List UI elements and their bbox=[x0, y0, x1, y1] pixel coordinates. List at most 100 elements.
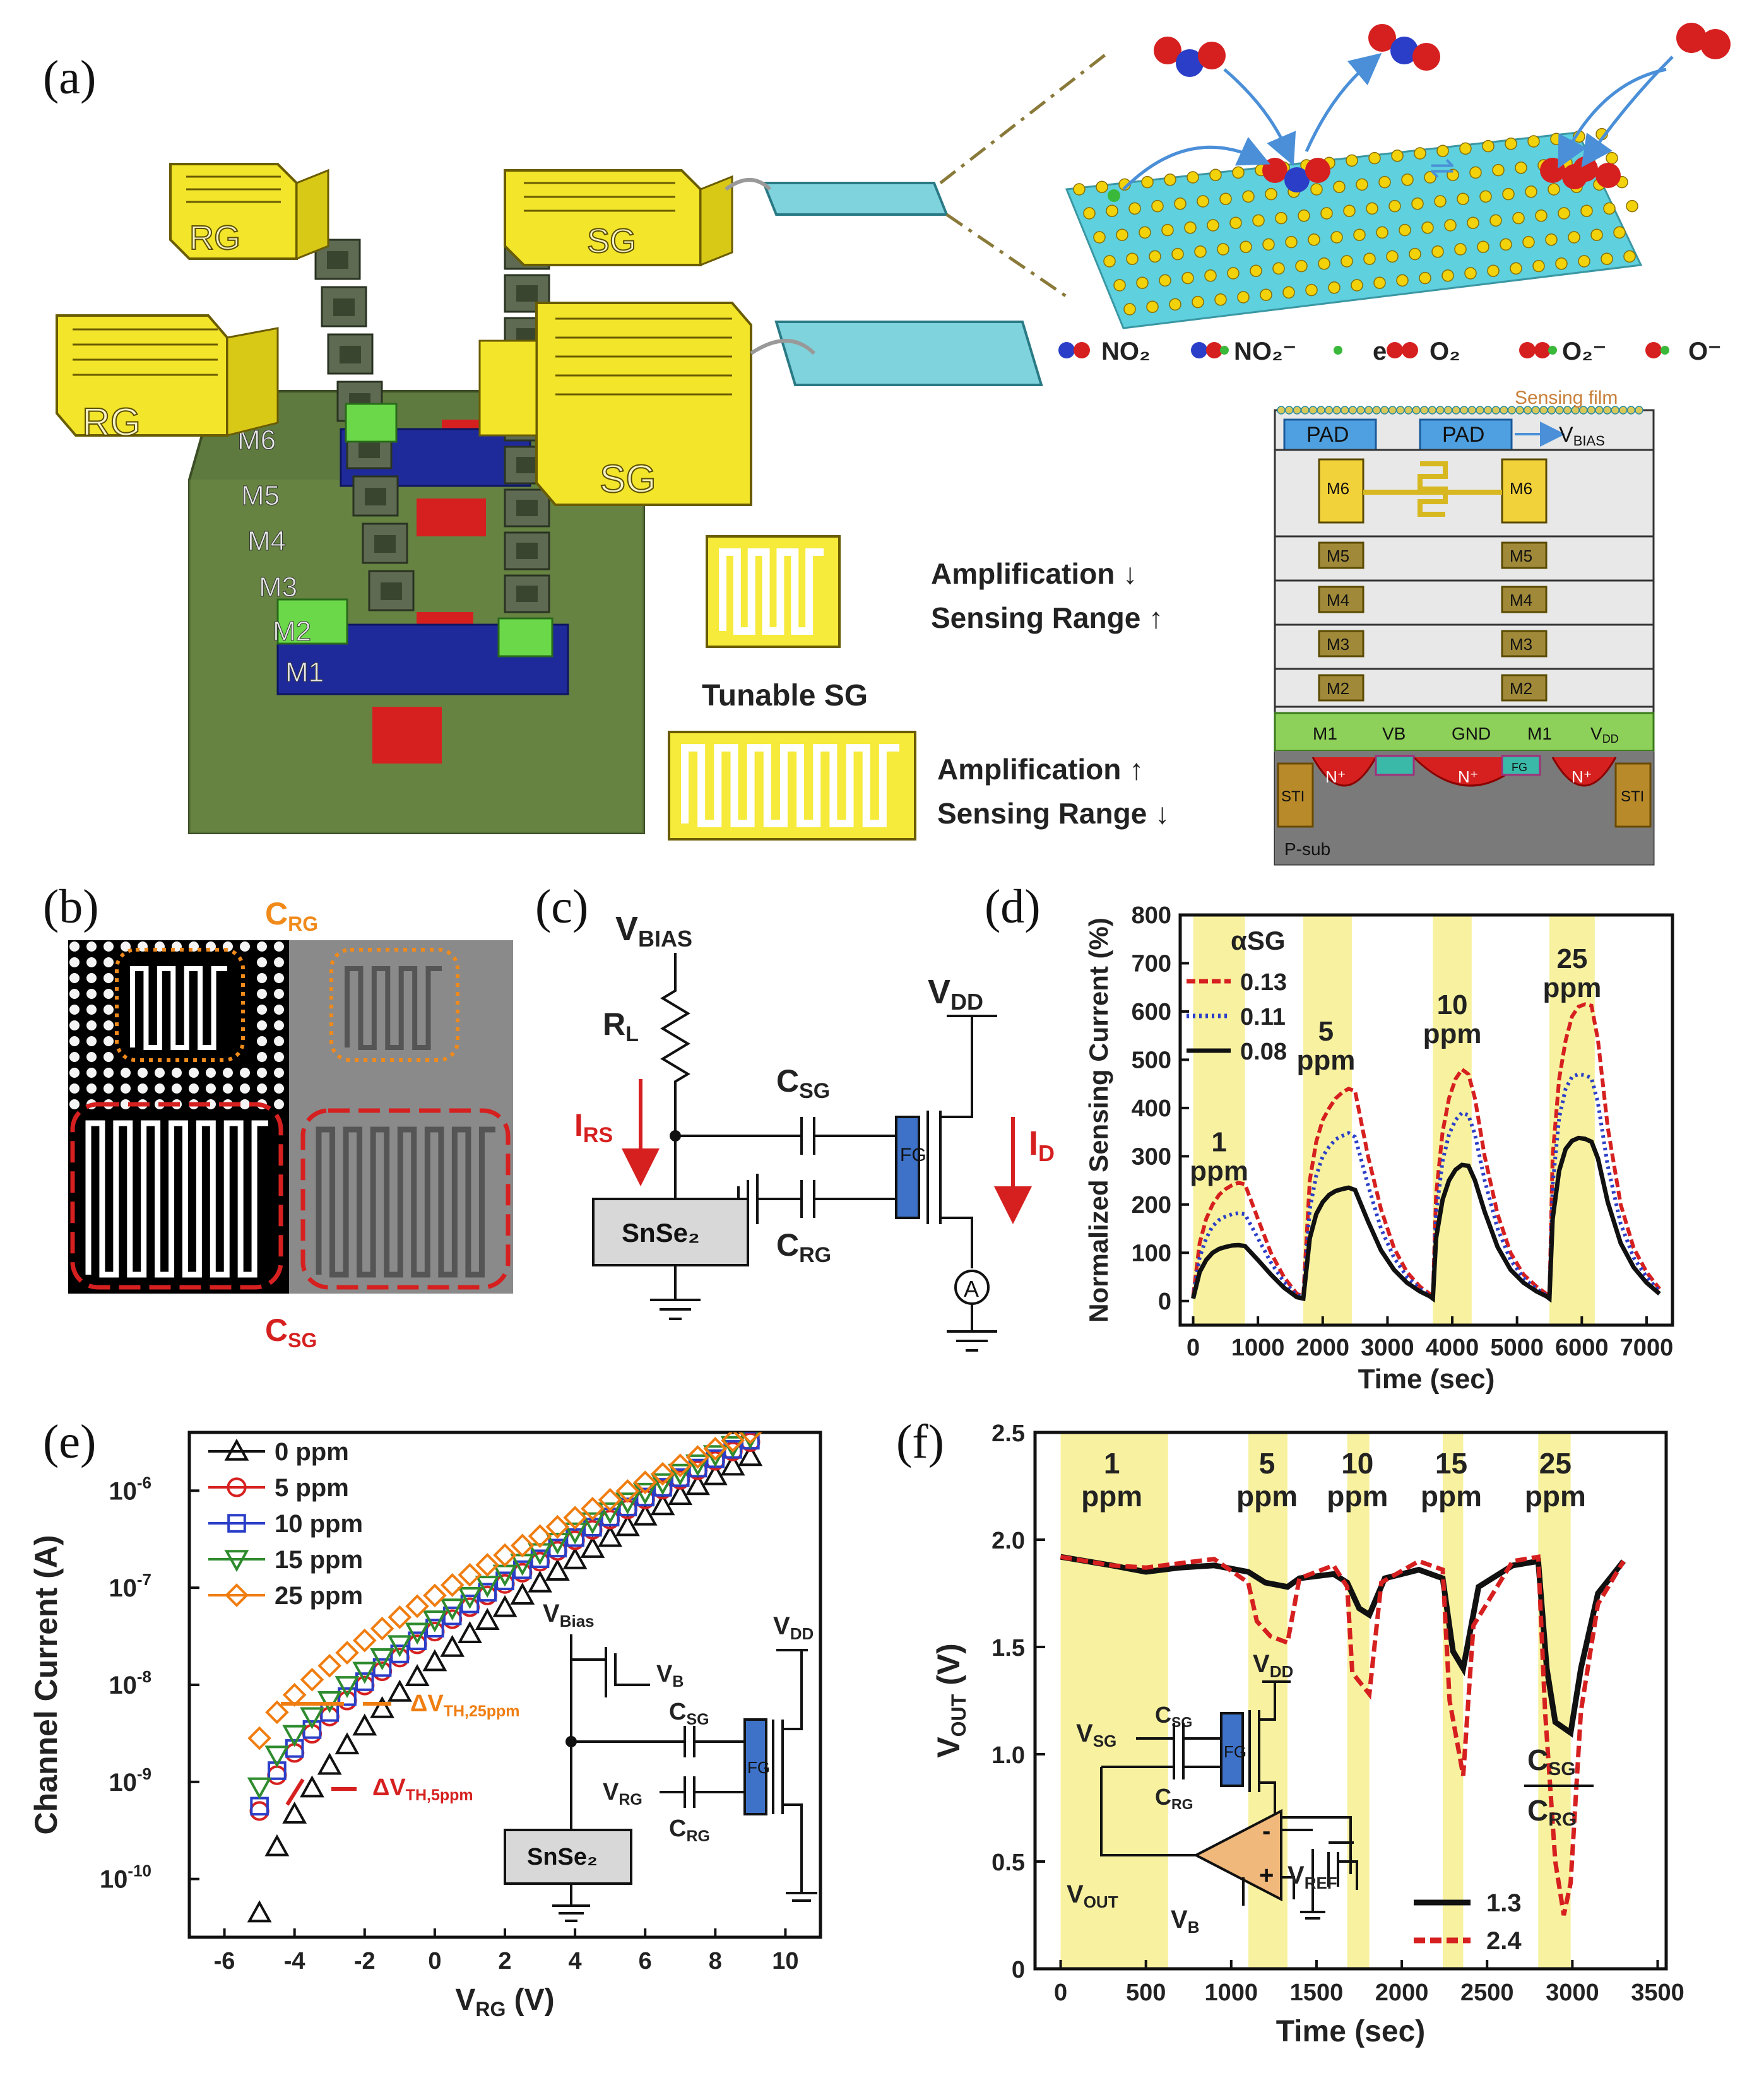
e-point-25-ppm bbox=[615, 1479, 640, 1503]
e-xlabel: VRG (V) bbox=[455, 1983, 554, 2021]
d-annotation: 5 bbox=[1318, 1016, 1334, 1047]
crg-outline-left bbox=[115, 948, 245, 1062]
cs-vdd: VDD bbox=[1590, 724, 1619, 745]
lower-sensing-range-label: Sensing Range ↓ bbox=[937, 797, 1169, 830]
e-point-0-ppm bbox=[562, 1547, 588, 1569]
f-inset-fg-label: FG bbox=[1224, 1742, 1246, 1761]
e-point-25-ppm bbox=[247, 1726, 271, 1750]
e-point-10-ppm bbox=[442, 1606, 462, 1626]
e-point-15-ppm bbox=[545, 1532, 570, 1555]
d-legend-label: 0.08 bbox=[1240, 1039, 1287, 1065]
metal-label-m2: M2 bbox=[273, 616, 311, 647]
f-annotation: 25 bbox=[1539, 1447, 1572, 1480]
molecule-legend-label: NO₂⁻ bbox=[1234, 338, 1296, 365]
e-legend-label: 10 ppm bbox=[275, 1510, 363, 1538]
f-xtick-label: 3500 bbox=[1631, 1980, 1684, 2006]
lower-amplification-label: Amplification ↑ bbox=[937, 753, 1144, 786]
sg-label-bottom: SG bbox=[600, 457, 656, 501]
e-point-15-ppm bbox=[352, 1661, 377, 1684]
d-xtick-label: 0 bbox=[1187, 1335, 1200, 1361]
e-inset-vdd: VDD bbox=[773, 1612, 814, 1643]
f-legend-title-bottom: CRG bbox=[1527, 1794, 1577, 1830]
f-annotation: ppm bbox=[1327, 1480, 1388, 1513]
f-legend-label: 2.4 bbox=[1486, 1927, 1522, 1955]
f-annotation: 1 bbox=[1104, 1447, 1120, 1480]
e-point-10-ppm bbox=[425, 1619, 444, 1637]
e-point-25-ppm bbox=[668, 1453, 692, 1478]
nplus-right: N⁺ bbox=[1572, 767, 1592, 786]
c-irs: IRS bbox=[574, 1107, 613, 1147]
e-xtick-label: 8 bbox=[709, 1948, 722, 1974]
f-annotation: ppm bbox=[1081, 1480, 1142, 1513]
f-series-2.4 bbox=[1060, 1554, 1626, 1916]
e-point-0-ppm bbox=[387, 1679, 412, 1702]
upper-sensing-range-label: Sensing Range ↑ bbox=[931, 601, 1163, 634]
e-point-25-ppm bbox=[475, 1553, 500, 1577]
upper-amplification-label: Amplification ↓ bbox=[931, 557, 1137, 590]
gas-molecules: ⇌ bbox=[1108, 23, 1731, 202]
f-ytick-label: 2.5 bbox=[992, 1420, 1025, 1447]
diffusion-pad bbox=[417, 499, 486, 536]
e-xtick-label: 0 bbox=[428, 1948, 441, 1974]
e-point-10-ppm bbox=[512, 1560, 532, 1579]
c-id: ID bbox=[1029, 1124, 1055, 1166]
d-annotation: ppm bbox=[1423, 1018, 1482, 1049]
d-axes bbox=[1178, 913, 1674, 1327]
d-ytick-label: 500 bbox=[1132, 1047, 1171, 1073]
pad-left-label: PAD bbox=[1306, 423, 1349, 447]
e-point-0-ppm bbox=[247, 1900, 272, 1923]
e-point-25-ppm bbox=[388, 1605, 412, 1629]
e-point-25-ppm bbox=[685, 1445, 710, 1469]
f-inset-opamp-minus: - bbox=[1262, 1817, 1270, 1845]
metal-label-m3: M3 bbox=[259, 572, 297, 603]
e-point-15-ppm bbox=[615, 1492, 640, 1515]
label-e: (e) bbox=[43, 1415, 96, 1468]
cs-layer-M5: M5 bbox=[1327, 546, 1349, 565]
e-point-25-ppm bbox=[458, 1562, 482, 1587]
f-xtick-label: 1000 bbox=[1205, 1980, 1258, 2006]
f-inset-opamp-plus: + bbox=[1259, 1862, 1274, 1889]
e-xtick-label: -6 bbox=[214, 1948, 235, 1974]
e-inset-sensor bbox=[504, 1829, 632, 1885]
e-point-10-ppm bbox=[390, 1644, 410, 1663]
cs-m1-left: M1 bbox=[1313, 724, 1337, 743]
pad-left bbox=[1283, 418, 1377, 451]
rg-capacitor-top: RG bbox=[169, 163, 329, 261]
e-point-0-ppm bbox=[475, 1608, 500, 1630]
e-point-15-ppm bbox=[562, 1522, 588, 1545]
c-vdd: VDD bbox=[928, 973, 983, 1015]
e-point-15-ppm bbox=[300, 1707, 324, 1730]
cs-layer-M6: M6 bbox=[1510, 479, 1532, 498]
e-inset-fg-label: FG bbox=[747, 1758, 770, 1777]
e-point-0-ppm bbox=[510, 1582, 535, 1605]
e-point-25-ppm bbox=[352, 1628, 377, 1653]
e-legend-marker bbox=[227, 1514, 246, 1533]
e-dvth5-label: ΔVTH,5ppm bbox=[372, 1774, 473, 1804]
via-stack-left bbox=[276, 239, 415, 645]
e-point-25-ppm bbox=[633, 1470, 658, 1495]
cs-layer-M2: M2 bbox=[1327, 679, 1349, 698]
e-point-15-ppm bbox=[685, 1454, 710, 1477]
e-point-0-ppm bbox=[458, 1621, 482, 1643]
e-point-25-ppm bbox=[265, 1700, 289, 1725]
f-inset-vref: VREF bbox=[1287, 1862, 1337, 1892]
e-point-15-ppm bbox=[387, 1635, 412, 1658]
d-annotation: ppm bbox=[1296, 1045, 1355, 1076]
exposure-band bbox=[1549, 915, 1595, 1325]
rg-label-top: RG bbox=[189, 219, 240, 257]
e-inset-csg: CSG bbox=[669, 1699, 709, 1728]
e-point-10-ppm bbox=[355, 1672, 374, 1691]
e-point-15-ppm bbox=[317, 1691, 342, 1713]
f-inset-vdd: VDD bbox=[1253, 1650, 1293, 1681]
d-legend-title: αSG bbox=[1231, 926, 1286, 955]
e-point-15-ppm bbox=[405, 1622, 430, 1645]
e-point-0-ppm bbox=[668, 1483, 693, 1506]
exposure-band bbox=[1193, 915, 1245, 1325]
d-ylabel: Normalized Sensing Current (%) bbox=[1084, 918, 1113, 1323]
e-point-0-ppm bbox=[352, 1713, 377, 1736]
e-legend-marker bbox=[224, 1550, 249, 1573]
e-point-5-ppm bbox=[389, 1648, 410, 1668]
e-point-10-ppm bbox=[372, 1658, 392, 1677]
label-a: (a) bbox=[43, 51, 96, 104]
e-point-25-ppm bbox=[563, 1506, 587, 1530]
